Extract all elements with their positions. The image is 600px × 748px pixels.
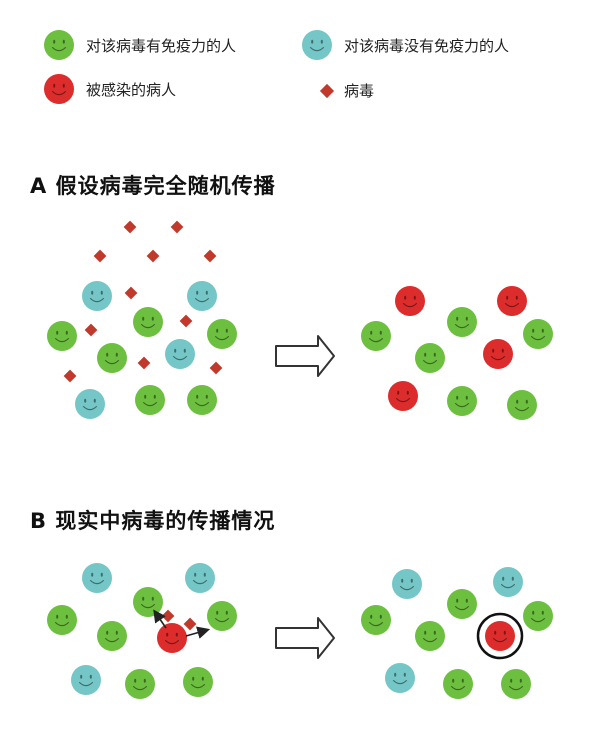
immune-person-icon [44,30,74,60]
virus-icon [209,361,223,375]
virus-icon [63,369,77,383]
susceptible-person-icon [165,339,195,369]
immune-person-icon [97,343,127,373]
virus-icon [123,220,137,234]
infected-person-icon [497,286,527,316]
arrow-b-icon [275,617,335,659]
virus-icon [137,356,151,370]
infected-person-icon [483,339,513,369]
legend-virus-label: 病毒 [344,82,375,100]
immune-person-icon [133,307,163,337]
immune-person-icon [361,605,391,635]
virus-icon [319,83,335,98]
immune-person-icon [187,385,217,415]
susceptible-person-icon [493,567,523,597]
immune-person-icon [47,605,77,635]
infected-person-icon [44,74,74,104]
section-b-title: B 现实中病毒的传播情况 [30,509,276,533]
legend-susceptible-label: 对该病毒没有免疫力的人 [344,36,510,55]
diagram-a-after [361,286,553,420]
immune-person-icon [207,319,237,349]
virus-icon [170,220,184,234]
immune-person-icon [447,386,477,416]
immune-person-icon [133,587,163,617]
immune-person-icon [415,621,445,651]
legend-immune: 对该病毒有免疫力的人 [42,28,236,62]
immune-person-icon [523,601,553,631]
virus-icon [203,249,217,263]
immune-person-icon [443,669,473,699]
susceptible-person-icon [185,563,215,593]
susceptible-person-icon [302,30,332,60]
immune-person-icon [501,669,531,699]
immune-person-icon [207,601,237,631]
infected-person-icon [388,381,418,411]
arrow-a-icon [275,335,335,377]
immune-person-icon [507,390,537,420]
susceptible-person-icon [71,665,101,695]
virus-icon [146,249,160,263]
immune-person-icon [415,343,445,373]
susceptible-person-icon [187,281,217,311]
infected-person-icon [157,623,187,653]
legend-immune-label: 对该病毒有免疫力的人 [86,36,237,55]
virus-particles [63,220,223,631]
virus-icon [124,286,138,300]
immune-person-icon [361,321,391,351]
susceptible-person-icon [75,389,105,419]
virus-icon [183,617,197,631]
diagram-b-after [361,567,553,699]
diagram-a-before [47,281,237,419]
diagram-b-before [47,563,237,699]
immune-person-icon [523,319,553,349]
immune-person-icon [125,669,155,699]
legend-infected-label: 被感染的病人 [86,80,177,99]
susceptible-person-icon [385,663,415,693]
susceptible-person-icon [82,281,112,311]
virus-icon [179,314,193,328]
immune-person-icon [183,667,213,697]
transmission-arrow [153,609,167,629]
virus-icon [84,323,98,337]
legend-infected: 被感染的病人 [42,72,176,106]
immune-person-icon [97,621,127,651]
transmission-arrow [185,626,211,639]
immune-person-icon [135,385,165,415]
immune-person-icon [447,307,477,337]
immune-person-icon [447,589,477,619]
virus-icon [93,249,107,263]
infected-person-icon [485,621,515,651]
virus-icon [161,609,175,623]
susceptible-person-icon [392,569,422,599]
legend-susceptible: 对该病毒没有免疫力的人 [300,28,509,62]
infected-person-icon [395,286,425,316]
susceptible-person-icon [82,563,112,593]
section-a-title: A 假设病毒完全随机传播 [30,174,276,198]
legend-virus: 病毒 [318,80,374,101]
immune-person-icon [47,321,77,351]
highlight-ring [476,612,524,660]
